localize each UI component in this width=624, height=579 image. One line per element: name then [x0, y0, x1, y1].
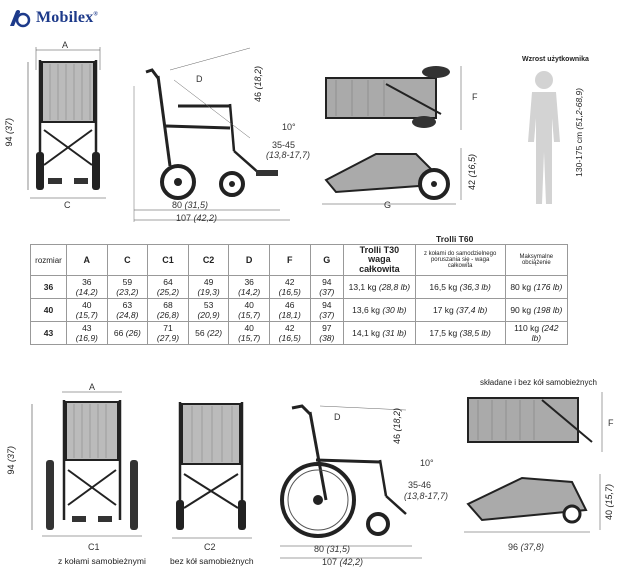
cell-a: 43 (16,9)	[66, 321, 108, 346]
trolli-t60-title: Trolli T60	[436, 234, 474, 244]
col-c1: C1	[147, 243, 189, 277]
cell-d: 40 (15,7)	[228, 298, 270, 323]
top-front-label-a: A	[62, 40, 69, 50]
cell-max: 90 kg (198 lb)	[504, 298, 569, 323]
bottom-side-angle: 10°	[420, 458, 434, 468]
row-size: 36	[30, 275, 67, 300]
col-size: rozmiar	[30, 243, 67, 277]
bottom-front-label-a: A	[89, 382, 96, 392]
top-side-label-d: D	[196, 74, 203, 84]
cell-c1: 68 (26,8)	[147, 298, 189, 323]
bottom-label-c1: C1	[88, 542, 100, 552]
bottom-folded-length: 96 (37,8)	[508, 542, 545, 552]
bottom-side-back-height: 46 (18,2)	[392, 408, 402, 445]
cell-t30: 14,1 kg (31 lb)	[343, 321, 416, 346]
top-side-seat-range: 35-45	[272, 140, 296, 150]
brand-reg: ®	[93, 11, 99, 18]
front-view-self-propelled	[31, 391, 142, 537]
top-side-depth: 80 (31,5)	[172, 200, 209, 210]
cell-g: 94 (37)	[309, 298, 345, 323]
top-folded-label-g: G	[384, 200, 392, 210]
cell-c2: 53 (20,9)	[187, 298, 230, 323]
cell-f: 46 (18,1)	[268, 298, 311, 323]
cell-c2: 56 (22)	[187, 321, 230, 346]
cell-g: 97 (38)	[309, 321, 345, 346]
top-side-length: 107 (42,2)	[176, 213, 218, 223]
bottom-side-seat-range-in: (13,8-17,7)	[404, 491, 449, 501]
top-folded-height: 42 (16,5)	[467, 154, 477, 191]
side-view-self-propelled	[280, 404, 422, 559]
top-side-angle: 10°	[282, 122, 296, 132]
bottom-label-c2: C2	[204, 542, 216, 552]
cell-max: 110 kg (242 lb)	[504, 321, 569, 346]
folded-no-wheels-title: składane i bez kół samobieżnych	[480, 378, 597, 387]
brand-logo: Mobilex®	[8, 8, 98, 28]
cell-c1: 71 (27,9)	[147, 321, 189, 346]
top-side-seat-range-in: (13,8-17,7)	[266, 150, 311, 160]
cell-g: 94 (37)	[309, 275, 345, 300]
folded-top-view	[325, 66, 462, 130]
cell-c1: 64 (25,2)	[147, 275, 189, 300]
user-height-range: 130-175 cm (51,2-68,9)	[574, 88, 584, 177]
cell-t30: 13,1 kg (28,8 lb)	[343, 275, 416, 300]
top-front-height: 94 (37)	[4, 118, 14, 147]
bottom-side-seat-range: 35-46	[408, 480, 432, 490]
row-size: 43	[30, 321, 67, 346]
col-a: A	[66, 243, 108, 277]
folded-side-view	[322, 148, 462, 205]
cell-a: 36 (14,2)	[66, 275, 108, 300]
bottom-side-length: 107 (42,2)	[322, 557, 364, 567]
bottom-front-height: 94 (37)	[6, 446, 16, 475]
cell-t60: 16,5 kg (36,3 lb)	[414, 275, 506, 300]
caption-c2: bez kół samobieżnych	[170, 556, 254, 566]
cell-a: 40 (15,7)	[66, 298, 108, 323]
folded-no-wheels-top-view	[467, 392, 603, 452]
bottom-side-depth: 80 (31,5)	[314, 544, 351, 554]
col-g: G	[309, 243, 345, 277]
user-height-label: Wzrost użytkownika	[522, 56, 589, 63]
cell-c: 63 (24,8)	[106, 298, 149, 323]
cell-c: 59 (23,2)	[106, 275, 149, 300]
user-silhouette-icon	[528, 71, 560, 204]
col-d: D	[228, 243, 270, 277]
cell-f: 42 (16,5)	[268, 275, 311, 300]
front-view-chair	[27, 47, 106, 199]
wheelchair-logo-icon	[10, 10, 31, 28]
front-view-without-wheels	[172, 402, 252, 539]
col-f: F	[268, 243, 311, 277]
cell-c2: 49 (19,3)	[187, 275, 230, 300]
cell-f: 42 (16,5)	[268, 321, 311, 346]
cell-d: 40 (15,7)	[228, 321, 270, 346]
cell-t60: 17 kg (37,4 lb)	[414, 298, 506, 323]
bottom-folded-height: 40 (15,7)	[604, 484, 614, 521]
cell-t30: 13,6 kg (30 lb)	[343, 298, 416, 323]
col-c: C	[106, 243, 149, 277]
cell-c: 66 (26)	[106, 321, 149, 346]
top-front-label-c: C	[64, 200, 71, 210]
top-side-back-height: 46 (18,2)	[253, 66, 263, 103]
caption-c1: z kołami samobieżnymi	[58, 556, 146, 566]
bottom-folded-label-f: F	[608, 418, 614, 428]
brand-name: Mobilex	[36, 9, 94, 26]
cell-d: 36 (14,2)	[228, 275, 270, 300]
bottom-side-label-d: D	[334, 412, 341, 422]
cell-t60: 17,5 kg (38,5 lb)	[414, 321, 506, 346]
col-c2: C2	[187, 243, 230, 277]
cell-max: 80 kg (176 lb)	[504, 275, 569, 300]
row-size: 40	[30, 298, 67, 323]
top-folded-label-f: F	[472, 92, 478, 102]
side-view-chair	[133, 47, 290, 222]
folded-no-wheels-side-view	[464, 474, 601, 533]
